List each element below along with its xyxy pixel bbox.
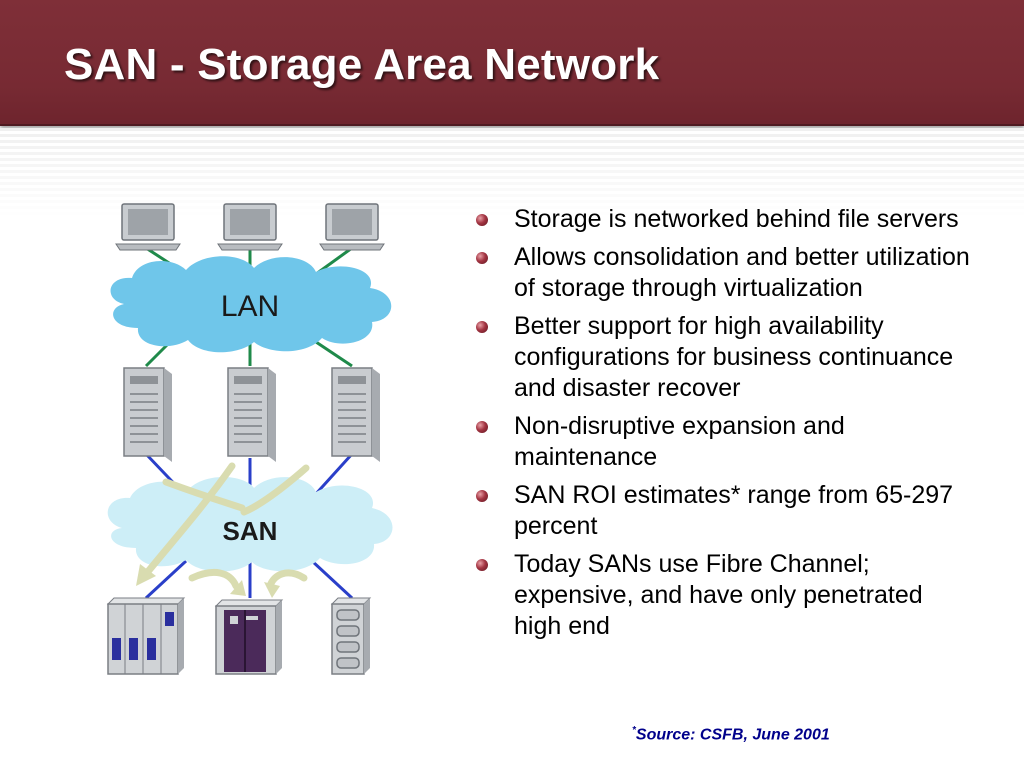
bullet-item: Allows consolidation and better utilizat… bbox=[476, 242, 976, 304]
bullet-icon bbox=[476, 559, 488, 571]
bullet-text: Today SANs use Fibre Channel; expensive,… bbox=[514, 550, 923, 640]
bullet-text: Allows consolidation and better utilizat… bbox=[514, 243, 970, 302]
san-diagram: LAN SAN bbox=[106, 203, 393, 675]
disk-stack bbox=[330, 597, 372, 675]
lan-cloud: LAN bbox=[110, 256, 392, 353]
bullet-icon bbox=[476, 252, 488, 264]
slide-title: SAN - Storage Area Network bbox=[64, 40, 660, 89]
bullet-icon bbox=[476, 490, 488, 502]
arrow-heads bbox=[136, 564, 280, 598]
bullet-text: Better support for high availability con… bbox=[514, 312, 954, 402]
source-footnote: *Source: CSFB, June 2001 bbox=[632, 725, 830, 744]
footnote-text: Source: CSFB, June 2001 bbox=[635, 726, 830, 744]
disk-array bbox=[106, 597, 186, 675]
server-1 bbox=[123, 367, 172, 462]
client-desktop-3 bbox=[319, 203, 385, 251]
bullet-list: Storage is networked behind file servers… bbox=[476, 204, 976, 649]
client-desktop-2 bbox=[217, 203, 283, 251]
bullet-text: Non-disruptive expansion and maintenance bbox=[514, 412, 845, 471]
bullet-item: Storage is networked behind file servers bbox=[476, 204, 976, 235]
bullet-icon bbox=[476, 421, 488, 433]
bullet-icon bbox=[476, 321, 488, 333]
data-path-arrows bbox=[142, 462, 310, 590]
bullet-text: Storage is networked behind file servers bbox=[514, 205, 959, 233]
client-desktop-1 bbox=[115, 203, 181, 251]
bullet-text: SAN ROI estimates* range from 65-297 per… bbox=[514, 481, 954, 540]
bullet-item: Better support for high availability con… bbox=[476, 311, 976, 404]
bullet-item: SAN ROI estimates* range from 65-297 per… bbox=[476, 480, 976, 542]
title-bar: SAN - Storage Area Network bbox=[0, 0, 1024, 126]
san-cloud: SAN bbox=[107, 477, 393, 572]
footnote-star: * bbox=[632, 725, 636, 736]
tape-library bbox=[214, 599, 284, 675]
server-2 bbox=[227, 367, 276, 462]
server-3 bbox=[331, 367, 380, 462]
bullet-icon bbox=[476, 214, 488, 226]
bullet-item: Non-disruptive expansion and maintenance bbox=[476, 411, 976, 473]
lan-label: LAN bbox=[221, 290, 279, 323]
san-label: SAN bbox=[223, 516, 278, 546]
bullet-item: Today SANs use Fibre Channel; expensive,… bbox=[476, 549, 976, 642]
header-stripes bbox=[0, 128, 1024, 218]
